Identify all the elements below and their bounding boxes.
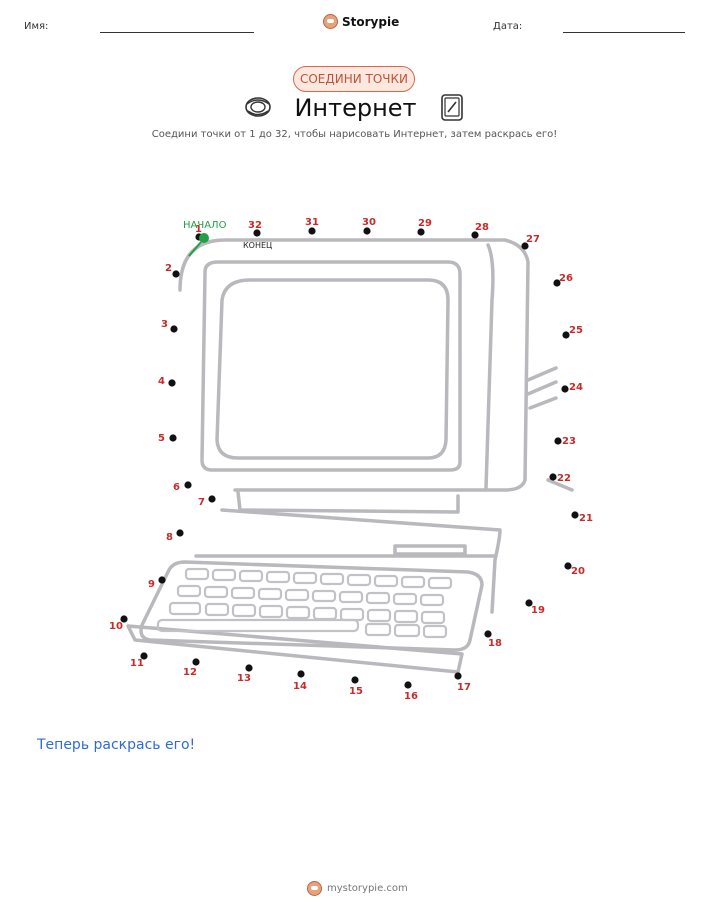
router-icon	[245, 97, 271, 117]
dot-number-1: 1	[195, 224, 202, 235]
dot-number-32: 32	[248, 220, 262, 231]
dot-number-26: 26	[559, 273, 573, 284]
brand-name: Storypie	[342, 14, 400, 29]
dot-31[interactable]	[308, 227, 316, 235]
computer-outline	[126, 238, 574, 674]
dot-20[interactable]	[564, 562, 572, 570]
start-arrow	[188, 241, 202, 257]
dot-number-29: 29	[418, 218, 432, 229]
footer: mystorypie.com	[307, 881, 408, 896]
dot-11[interactable]	[140, 652, 148, 660]
end-label: КОНЕЦ	[243, 241, 272, 250]
dot-16[interactable]	[404, 681, 412, 689]
dot-5[interactable]	[169, 434, 177, 442]
dot-28[interactable]	[471, 231, 479, 239]
dot-number-7: 7	[198, 497, 205, 508]
dot-6[interactable]	[184, 481, 192, 489]
dot-14[interactable]	[297, 670, 305, 678]
dot-number-16: 16	[404, 691, 418, 702]
dot-27[interactable]	[521, 242, 529, 250]
dot-3[interactable]	[170, 325, 178, 333]
dot-18[interactable]	[484, 630, 492, 638]
dot-number-3: 3	[161, 319, 168, 330]
dot-2[interactable]	[172, 270, 180, 278]
dot-8[interactable]	[176, 529, 184, 537]
dot-22[interactable]	[549, 473, 557, 481]
title-text: Интернет	[294, 94, 417, 122]
dot-29[interactable]	[417, 228, 425, 236]
dot-number-27: 27	[526, 234, 540, 245]
footer-url[interactable]: mystorypie.com	[327, 883, 408, 894]
dot-number-8: 8	[166, 532, 173, 543]
dot-number-12: 12	[183, 667, 197, 678]
dot-number-4: 4	[158, 376, 165, 387]
dot-15[interactable]	[351, 676, 359, 684]
dot-21[interactable]	[571, 511, 579, 519]
dot-9[interactable]	[158, 576, 166, 584]
dot-32[interactable]	[253, 229, 261, 237]
date-label: Дата:	[493, 21, 523, 32]
dot-number-14: 14	[293, 681, 307, 692]
dot-23[interactable]	[554, 437, 562, 445]
dot-number-25: 25	[569, 325, 583, 336]
dot-number-23: 23	[562, 436, 576, 447]
dot-number-28: 28	[475, 222, 489, 233]
dot-26[interactable]	[553, 279, 561, 287]
dot-4[interactable]	[168, 379, 176, 387]
date-line[interactable]	[563, 32, 685, 33]
dot-number-31: 31	[305, 217, 319, 228]
storypie-footer-icon	[307, 881, 322, 896]
dot-number-19: 19	[531, 605, 545, 616]
dot-12[interactable]	[192, 658, 200, 666]
dot-number-5: 5	[158, 433, 165, 444]
dot-19[interactable]	[525, 599, 533, 607]
dot-number-13: 13	[237, 673, 251, 684]
storypie-icon	[323, 14, 338, 29]
page-title: Интернет	[0, 92, 709, 122]
dot-number-2: 2	[165, 263, 172, 274]
dot-number-30: 30	[362, 217, 376, 228]
tablet-icon	[441, 94, 463, 121]
dot-24[interactable]	[561, 385, 569, 393]
dot-number-21: 21	[579, 513, 593, 524]
dot-7[interactable]	[208, 495, 216, 503]
dot-number-24: 24	[569, 382, 583, 393]
instructions: Соедини точки от 1 до 32, чтобы нарисова…	[151, 129, 558, 140]
dot-number-22: 22	[557, 473, 571, 484]
dot-number-15: 15	[349, 686, 363, 697]
dot-number-11: 11	[130, 658, 144, 669]
brand-logo: Storypie	[323, 14, 399, 29]
dot-17[interactable]	[454, 672, 462, 680]
dot-30[interactable]	[363, 227, 371, 235]
dot-number-18: 18	[488, 638, 502, 649]
start-label: НАЧАЛО	[183, 220, 227, 231]
dot-number-20: 20	[571, 566, 585, 577]
dot-10[interactable]	[120, 615, 128, 623]
keyboard-keys	[156, 567, 453, 639]
color-it-prompt: Теперь раскрась его!	[37, 737, 196, 753]
dot-number-17: 17	[457, 682, 471, 693]
start-marker	[199, 233, 209, 243]
dot-13[interactable]	[245, 664, 253, 672]
dot-number-6: 6	[173, 482, 180, 493]
activity-badge: СОЕДИНИ ТОЧКИ	[293, 66, 415, 92]
name-label: Имя:	[24, 21, 49, 32]
name-line[interactable]	[100, 32, 254, 33]
dot-number-9: 9	[148, 579, 155, 590]
dot-number-10: 10	[109, 621, 123, 632]
dot-25[interactable]	[562, 331, 570, 339]
